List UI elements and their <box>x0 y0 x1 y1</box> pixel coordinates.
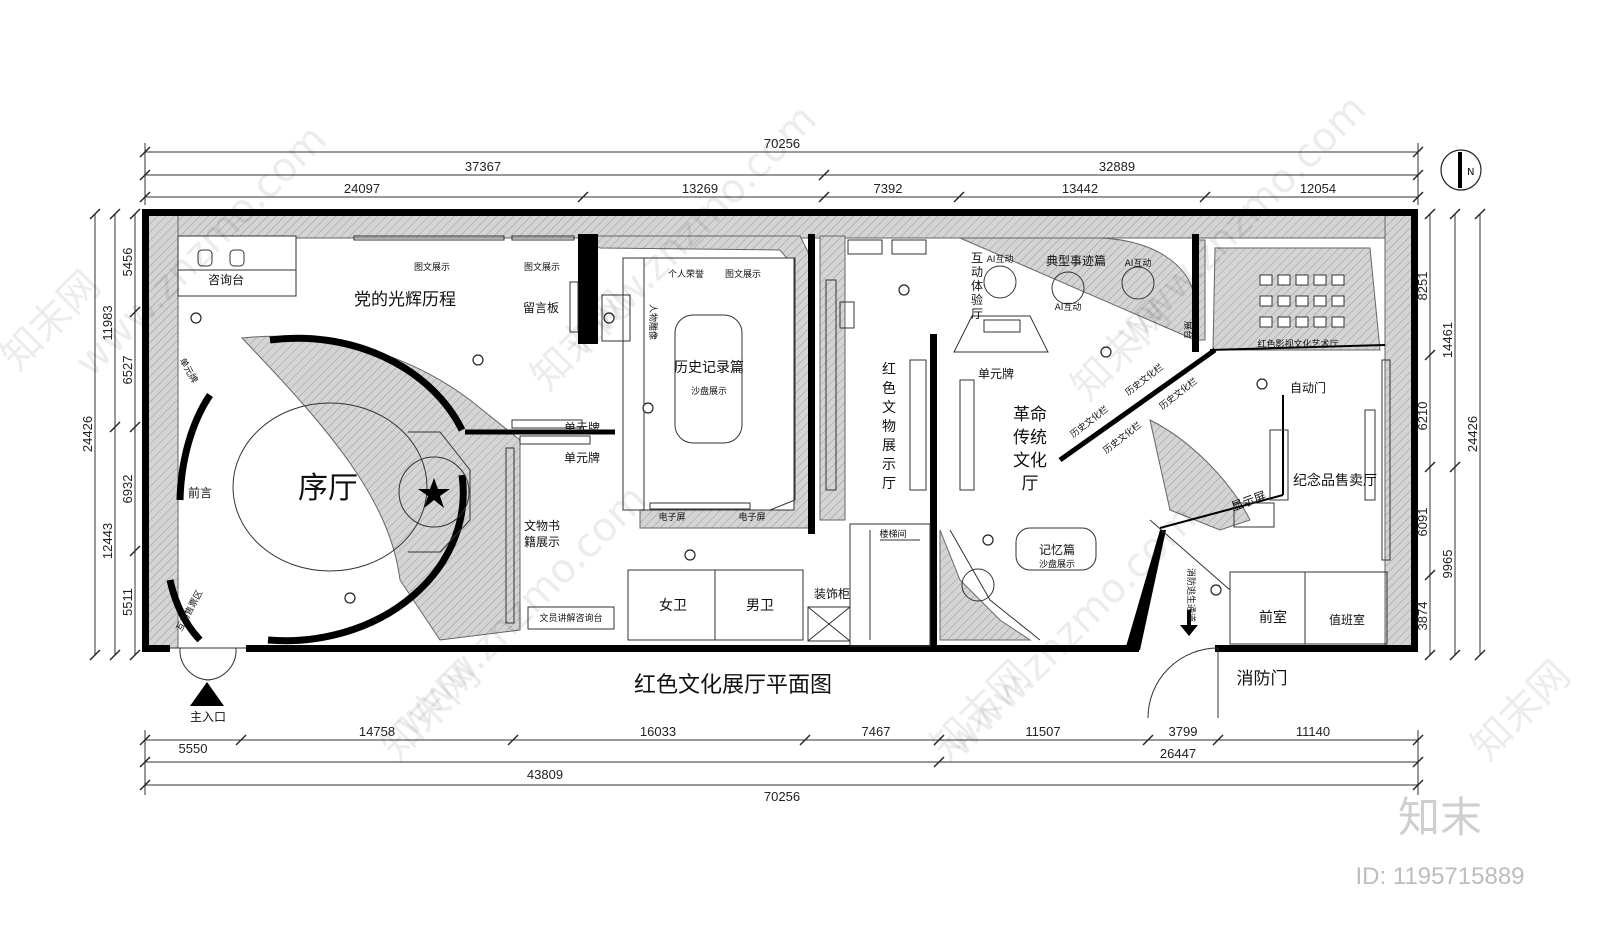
room-red-relics: 红色文物展示厅 <box>882 362 896 492</box>
room-womens-wc: 女卫 <box>659 597 687 614</box>
dim-bottom-seg: 11140 <box>1296 724 1330 739</box>
dim-top-seg: 24097 <box>344 181 380 196</box>
label-main-entrance: 主入口 <box>190 710 226 724</box>
dimension-ticks <box>89 146 1486 791</box>
room-preface-hall: 序厅 <box>298 471 358 506</box>
label-memory: 记忆篇 <box>1039 542 1075 557</box>
svg-text:知末网: 知末网 <box>1462 652 1579 769</box>
dim-top-left: 37367 <box>465 159 501 174</box>
room-mens-wc: 男卫 <box>746 598 774 614</box>
label-ai: AI互动 <box>987 254 1014 265</box>
room-revolution-hall: 革命传统文化厅 <box>1013 405 1047 494</box>
dim-bottom-seg: 11507 <box>1025 724 1060 739</box>
dim-left-group: 12443 <box>100 523 115 559</box>
room-interactive-hall: 互动体验厅 <box>971 251 983 321</box>
label-auto-door: 自动门 <box>1290 380 1326 395</box>
label-foreword: 前言 <box>188 485 212 500</box>
svg-text:N: N <box>1467 167 1474 178</box>
dim-top-seg: 12054 <box>1300 181 1336 196</box>
dim-right-group: 14461 <box>1440 322 1455 358</box>
dim-bottom-total: 70256 <box>764 789 800 804</box>
dim-left-outer: 24426 <box>80 416 95 452</box>
label-cabinet: 展台 <box>1182 321 1194 339</box>
dim-right-outer: 24426 <box>1465 416 1480 452</box>
walls <box>142 209 1418 652</box>
label-screen: 电子屏 <box>658 511 685 523</box>
visitor-figures <box>190 284 1268 604</box>
label-history-col: 历史文化栏 <box>1157 375 1200 412</box>
dim-right-seg: 3874 <box>1415 602 1430 631</box>
label-unit-sign: 单元牌 <box>978 367 1014 381</box>
dim-bottom-seg: 3799 <box>1169 724 1198 739</box>
label-unit-sign: 单元牌 <box>177 356 201 385</box>
label-graphic: 图文展示 <box>725 268 761 280</box>
label-figure-sculpture: 人物雕像 <box>647 304 659 340</box>
dim-bottom-seg: 7467 <box>862 724 891 739</box>
dim-top-total: 70256 <box>764 136 800 151</box>
dim-bottom-seg: 5550 <box>179 741 208 756</box>
furniture <box>170 235 1391 719</box>
room-film-hall: 红色影视文化艺术厅 <box>1257 338 1338 350</box>
label-fire-door: 消防门 <box>1237 669 1288 689</box>
label-graphic: 图文展示 <box>524 261 560 273</box>
dim-top-seg: 13269 <box>682 181 718 196</box>
dim-top-seg: 7392 <box>874 181 903 196</box>
label-display-screen: 显示屏 <box>1229 489 1268 514</box>
label-stairs: 楼梯间 <box>879 528 906 540</box>
dim-left-seg: 5456 <box>120 248 135 277</box>
room-duty-room: 值班室 <box>1329 612 1365 627</box>
dim-bottom-group: 26447 <box>1160 746 1196 761</box>
dim-bottom-seg: 16033 <box>640 724 676 739</box>
dim-left-seg: 5511 <box>120 588 135 616</box>
label-unit-sign: 单元牌 <box>564 451 600 465</box>
image-id: ID: 1195715889 <box>1355 863 1524 890</box>
label-personal-honor: 个人荣誉 <box>668 268 704 280</box>
label-docent-desk: 文员讲解咨询台 <box>539 612 602 624</box>
room-history-record: 历史记录篇 <box>674 360 744 376</box>
dim-bottom-seg: 14758 <box>359 724 395 739</box>
dim-right-group: 9965 <box>1440 550 1455 579</box>
label-memory-sand: 沙盘展示 <box>1039 558 1075 570</box>
evac-arrow-icon <box>1180 610 1198 636</box>
label-unit-sign: 单元牌 <box>564 421 600 435</box>
star-icon <box>418 478 450 508</box>
north-arrow-icon: N <box>1440 149 1482 191</box>
label-evac-passage: 消防逃生通道 <box>1185 568 1197 622</box>
label-sand-table: 沙盘展示 <box>691 385 727 397</box>
label-decor-cabinet: 装饰柜 <box>814 587 850 601</box>
label-ai: AI互动 <box>1055 302 1082 313</box>
drawing-title: 红色文化展厅平面图 <box>634 673 832 698</box>
dim-right-seg: 6210 <box>1415 402 1430 431</box>
room-anteroom: 前室 <box>1259 609 1287 626</box>
label-graphic: 图文展示 <box>414 261 450 273</box>
label-history-col: 历史文化栏 <box>1068 403 1111 440</box>
dim-top-seg: 13442 <box>1062 181 1098 196</box>
label-message-board: 留言板 <box>523 301 559 315</box>
cinema-seats <box>1259 274 1345 328</box>
label-reception: 咨询台 <box>208 272 244 287</box>
entrance-arrow-icon <box>190 682 224 706</box>
room-party-glory: 党的光辉历程 <box>354 290 456 310</box>
dimension-lines <box>94 143 1481 795</box>
dim-right-seg: 8251 <box>1415 272 1430 301</box>
label-typical-deeds: 典型事迹篇 <box>1046 253 1106 268</box>
room-souvenir-shop: 纪念品售卖厅 <box>1293 472 1377 489</box>
room-books-display: 文物书籍展示 <box>524 518 560 549</box>
logo-watermark: 知末 <box>1398 793 1482 842</box>
label-ai: AI互动 <box>1125 258 1152 269</box>
label-screen: 电子屏 <box>738 511 765 523</box>
dim-bottom-group: 43809 <box>527 767 563 782</box>
dim-right-seg: 6091 <box>1415 508 1430 537</box>
dim-left-group: 11983 <box>100 305 115 340</box>
dim-left-seg: 6932 <box>120 475 135 504</box>
dim-top-right: 32889 <box>1099 159 1135 174</box>
dim-left-seg: 6527 <box>120 356 135 385</box>
